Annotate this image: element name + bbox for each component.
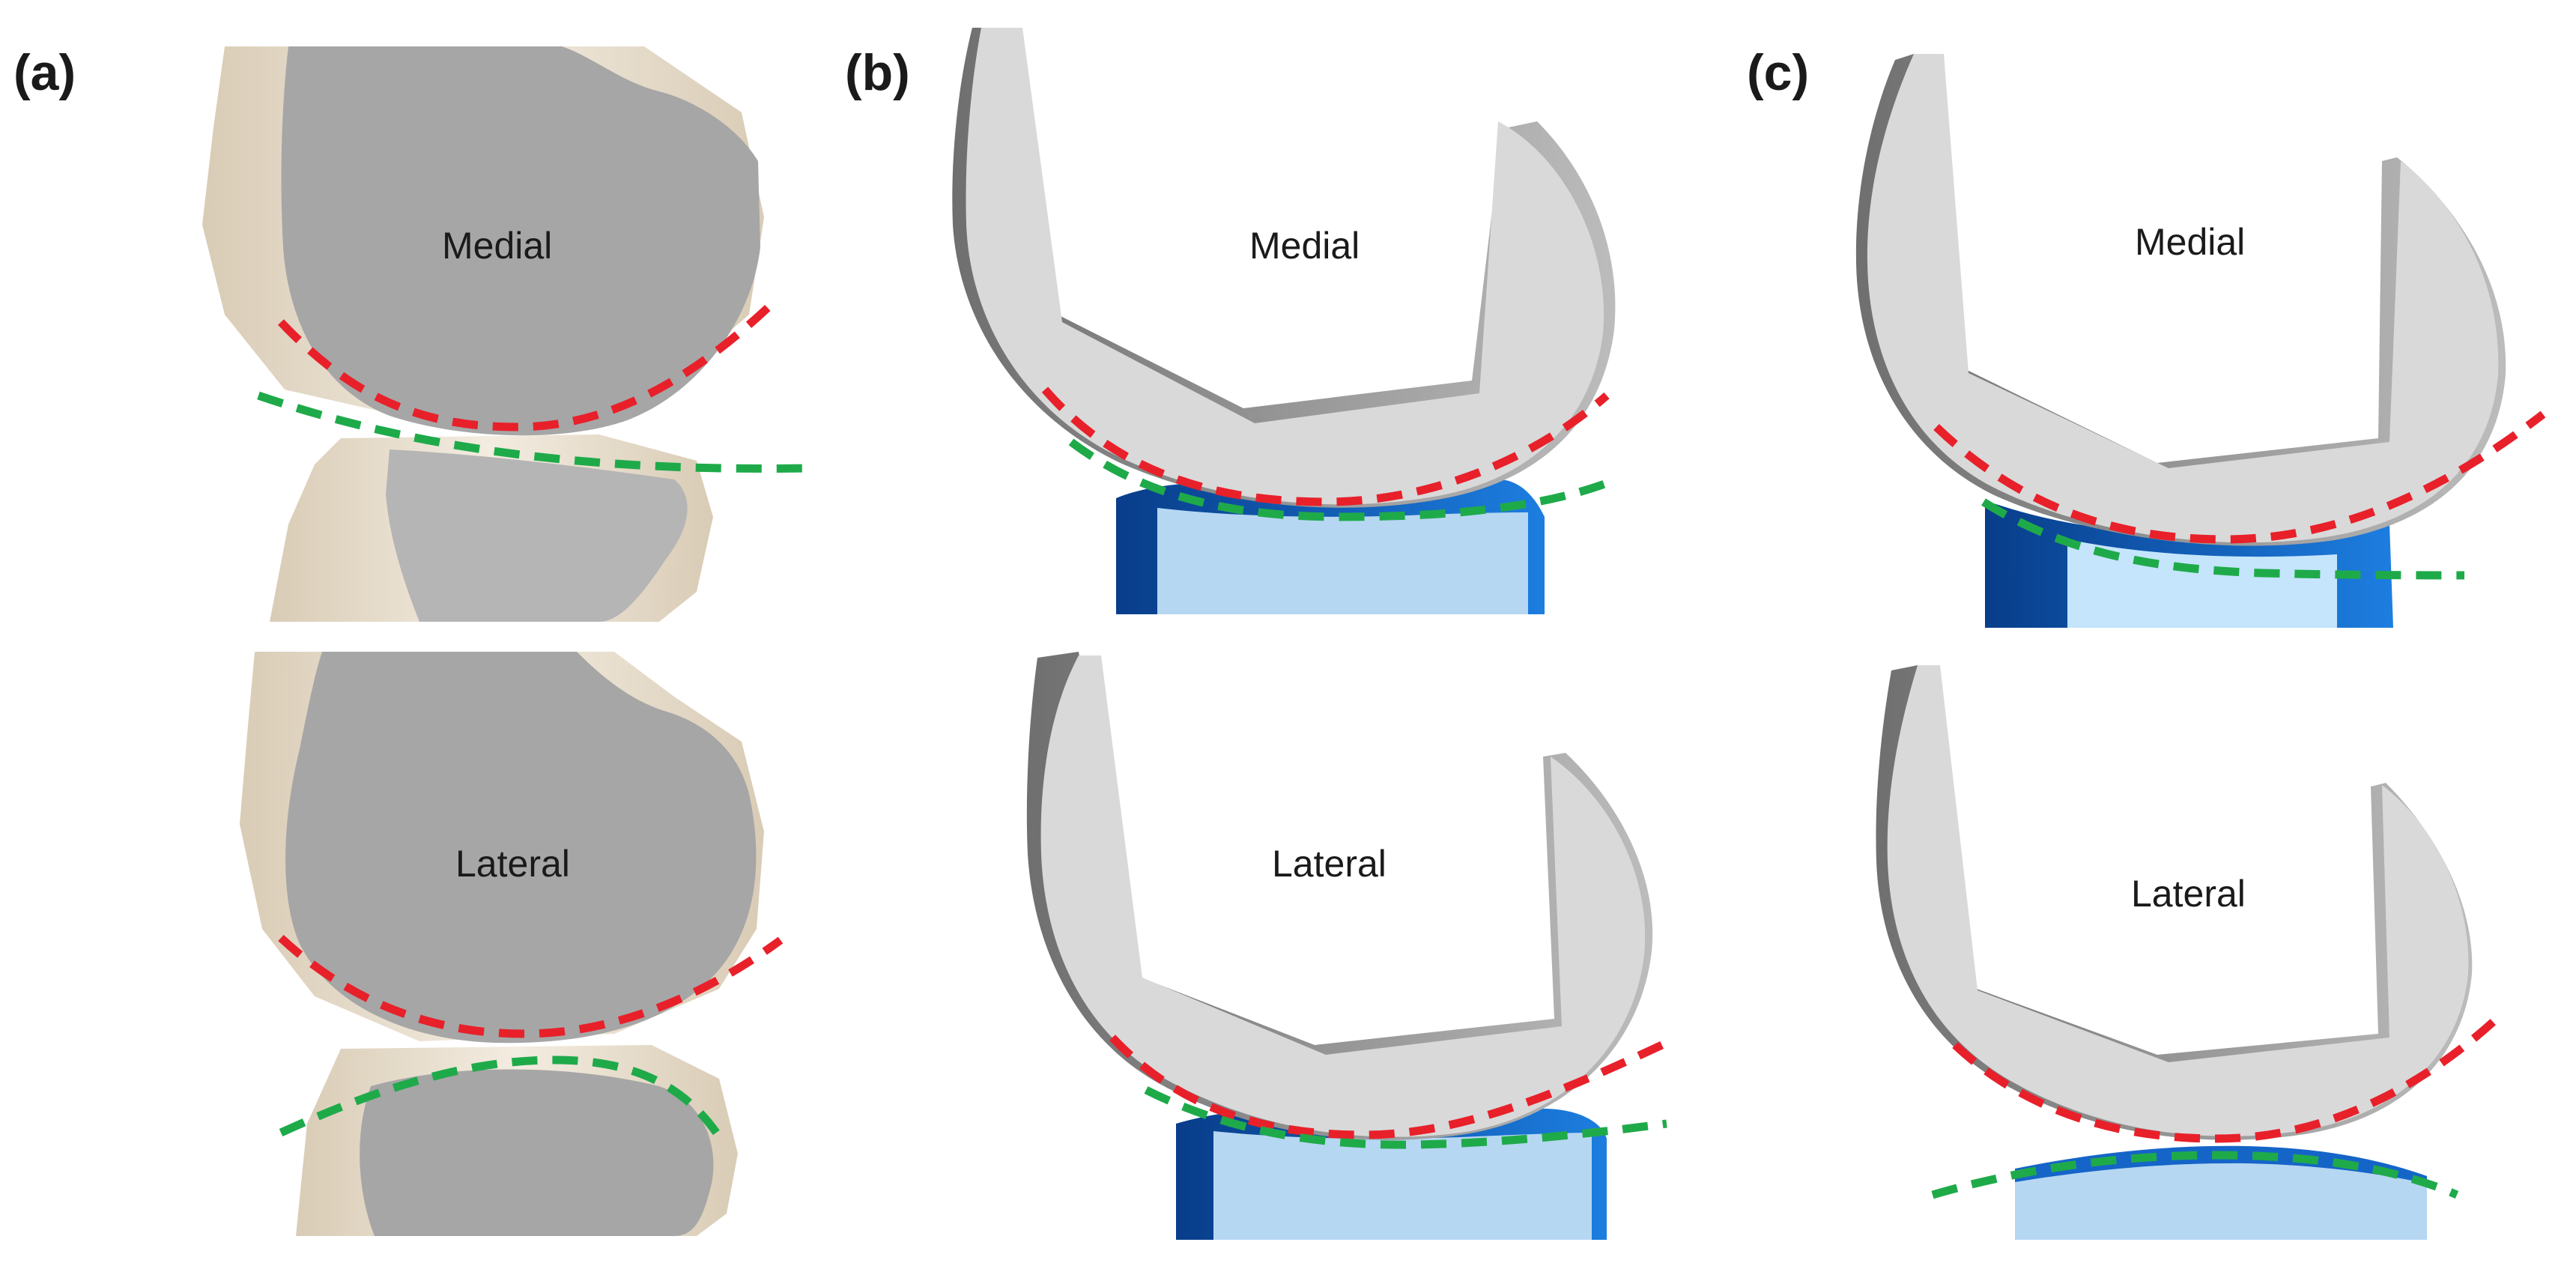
panel-b-label: (b) [845, 44, 910, 101]
panel-a-medial-label: Medial [442, 225, 552, 267]
femur-cut-lateral [285, 652, 757, 1044]
panel-b-medial-label: Medial [1249, 225, 1360, 267]
panel-c-medial-label: Medial [2135, 221, 2245, 263]
tibial-insert-light-medial [1157, 508, 1528, 614]
femoral-curve-lateral [278, 934, 784, 1038]
tibial-curve-b-medial [1068, 438, 1608, 521]
femoral-implant-medial [966, 28, 1604, 505]
panel-a-label: (a) [13, 44, 76, 101]
femur-cut-medial [281, 46, 761, 436]
tibial-curve-medial [257, 391, 810, 473]
panel-b-lateral-implant: Lateral [1026, 652, 1669, 1240]
tibial-insert-light-lateral [1213, 1131, 1592, 1240]
panel-c-lateral-label: Lateral [2131, 873, 2246, 915]
femoral-implant-lateral [1040, 655, 1646, 1137]
tibia-cut-medial [386, 449, 688, 622]
panel-b-medial-implant: Medial [952, 28, 1616, 614]
tibial-curve-c-lateral [1931, 1151, 2459, 1199]
tibial-curve-c-medial [1981, 498, 2465, 580]
panel-a-medial-bone: Medial [202, 46, 810, 622]
femoral-curve-b-lateral [1109, 1035, 1669, 1139]
panel-b: (b) Medial Lateral [845, 28, 1669, 1240]
panel-b-lateral-label: Lateral [1272, 843, 1387, 885]
tibial-curve-b-lateral [1144, 1086, 1667, 1149]
femoral-curve-c-medial [1933, 411, 2546, 544]
panel-c-lateral-implant: Lateral [1876, 665, 2501, 1240]
panel-a-lateral-label: Lateral [455, 843, 570, 885]
femoral-curve-b-medial [1041, 387, 1610, 506]
femoral-implant-c-lateral [1887, 665, 2469, 1136]
panel-a-lateral-bone: Lateral [240, 652, 784, 1236]
tibial-curve-lateral [279, 1056, 727, 1145]
femoral-curve-medial [278, 302, 773, 431]
femoral-curve-c-lateral [1952, 1014, 2501, 1143]
tibia-cut-lateral [360, 1069, 714, 1236]
panel-a: (a) Medial Lateral [13, 44, 810, 1236]
tibial-insert-light-c-lateral [2015, 1163, 2427, 1240]
panel-c-medial-implant: Medial [1855, 54, 2546, 628]
femoral-implant-c-medial [1867, 54, 2499, 543]
panel-c: (c) Medial Lateral [1747, 44, 2546, 1240]
panel-c-label: (c) [1747, 44, 1809, 101]
